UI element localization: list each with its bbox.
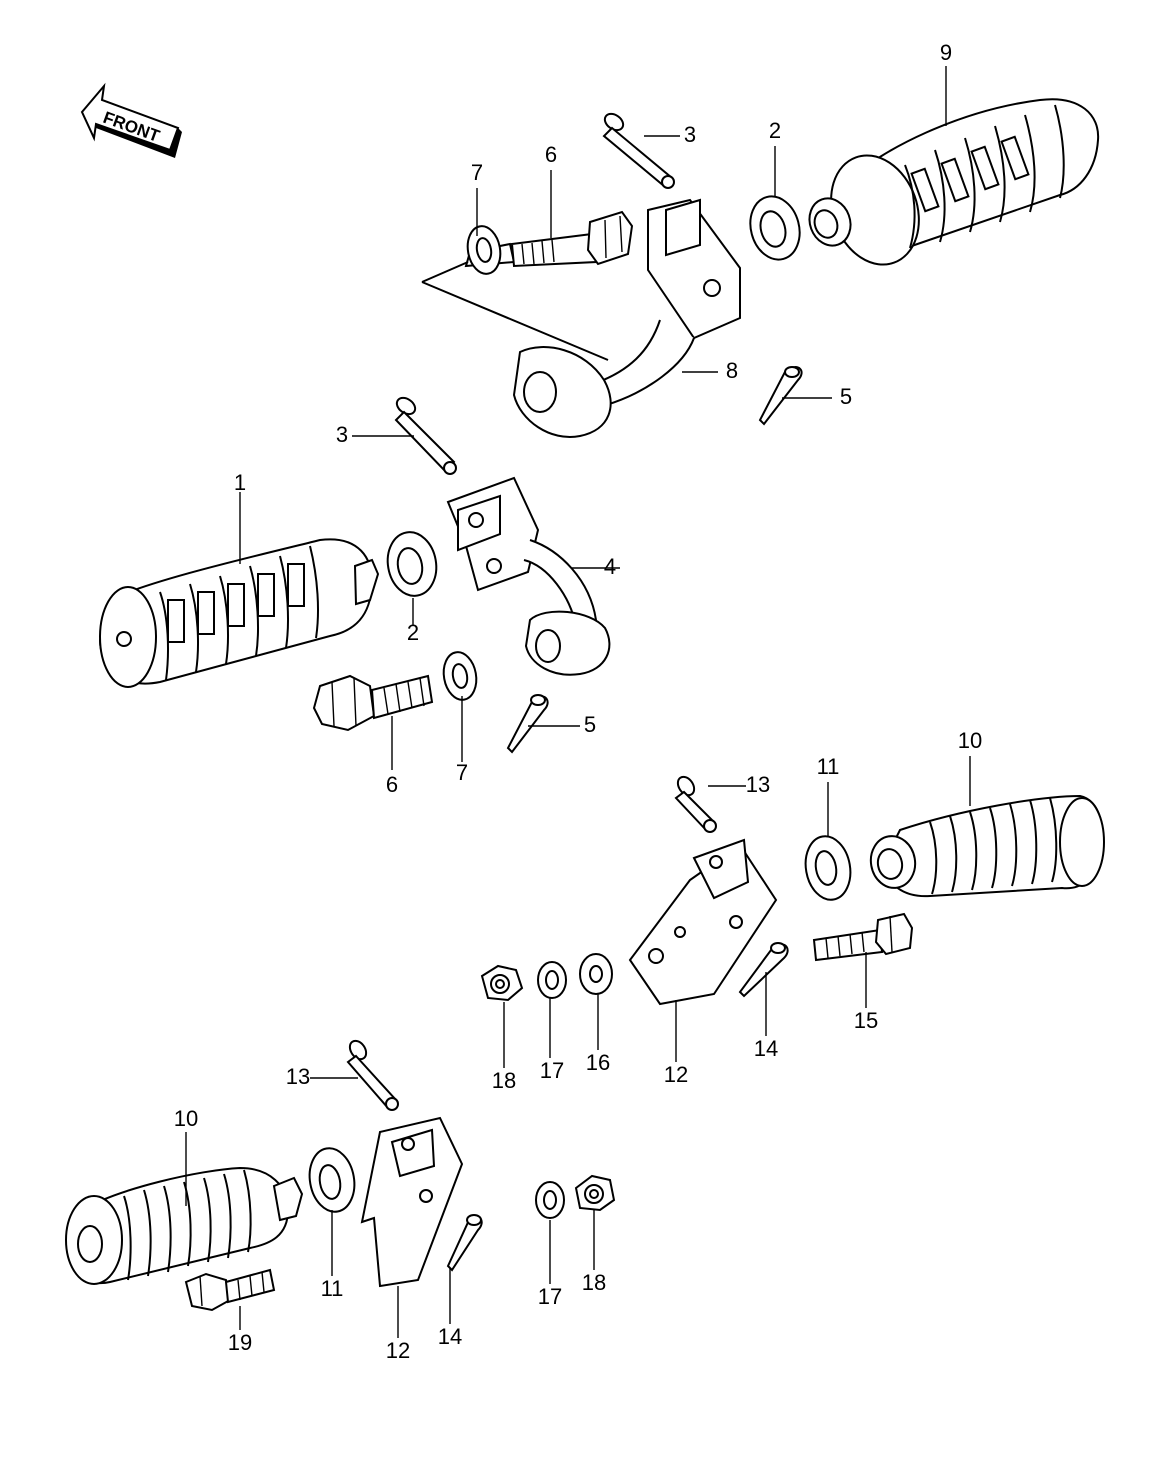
washer-2-middle	[386, 531, 438, 597]
callout-12-upper: 12	[664, 1062, 688, 1087]
bolt-15	[812, 912, 914, 962]
callout-18-lower: 18	[582, 1270, 606, 1295]
cotter-pin-5-middle	[506, 694, 549, 754]
callout-9: 9	[940, 40, 952, 65]
footpeg-rubber-9	[808, 98, 1100, 266]
callout-14-upper: 14	[754, 1036, 778, 1061]
callout-2-middle: 2	[407, 620, 419, 645]
clevis-pin-3-middle	[394, 396, 457, 475]
callout-17-upper: 17	[540, 1058, 564, 1083]
callout-7-middle: 7	[456, 760, 468, 785]
callout-11-lower: 11	[321, 1276, 344, 1301]
callout-13-upper: 13	[746, 772, 770, 797]
nut-18-lower	[574, 1174, 616, 1212]
washer-11-lower	[308, 1147, 356, 1213]
bracket-12-lower	[360, 1116, 464, 1288]
callout-3-middle: 3	[336, 422, 348, 447]
callout-4: 4	[604, 554, 616, 579]
callout-1: 1	[234, 470, 246, 495]
callout-5-top: 5	[840, 384, 852, 409]
callout-7-top: 7	[471, 160, 483, 185]
bolt-19	[184, 1268, 276, 1312]
footpeg-rubber-10-lower	[65, 1166, 304, 1285]
callout-10-upper: 10	[958, 728, 982, 753]
callout-3-top: 3	[684, 122, 696, 147]
cotter-pin-14-upper	[738, 942, 789, 998]
bracket-4	[446, 476, 611, 676]
front-arrow-icon: FRONT	[80, 82, 182, 158]
leader-lines	[185, 66, 971, 1338]
clevis-pin-13-upper	[674, 775, 717, 833]
callout-16: 16	[586, 1050, 610, 1075]
callout-2-top: 2	[769, 118, 781, 143]
callout-18-upper: 18	[492, 1068, 516, 1093]
callout-14-lower: 14	[438, 1324, 462, 1349]
callout-11-upper: 11	[817, 754, 840, 779]
callout-labels: 9 3 2 6 7 8 5 3 1 4 2 6 7 5 10 13 11 15 …	[174, 40, 982, 1363]
callout-13-lower: 13	[286, 1064, 310, 1089]
cotter-pin-14-lower	[446, 1214, 483, 1272]
clevis-pin-13-lower	[346, 1039, 399, 1111]
footpeg-rubber-1	[98, 538, 380, 688]
lock-washer-7-middle	[442, 651, 478, 701]
callout-6-middle: 6	[386, 772, 398, 797]
callout-19: 19	[228, 1330, 252, 1355]
callout-15: 15	[854, 1008, 878, 1033]
lock-washer-7-top	[466, 225, 502, 275]
callout-5-middle: 5	[584, 712, 596, 737]
callout-8: 8	[726, 358, 738, 383]
washer-2-top	[749, 195, 801, 261]
lock-washer-17-lower	[535, 1181, 565, 1219]
lock-washer-17-upper	[537, 961, 567, 999]
callout-17-lower: 17	[538, 1284, 562, 1309]
cotter-pin-5-top	[758, 366, 803, 426]
bracket-8	[421, 198, 741, 438]
callout-6-top: 6	[545, 142, 557, 167]
callout-12-lower: 12	[386, 1338, 410, 1363]
nut-18-upper	[480, 964, 524, 1002]
footpeg-rubber-10-upper	[869, 794, 1105, 898]
washer-16	[579, 953, 613, 995]
bolt-6-middle	[312, 674, 434, 732]
washer-11-upper	[804, 835, 852, 901]
clevis-pin-3-top	[602, 112, 675, 189]
bracket-12-upper	[628, 838, 778, 1006]
callout-10-lower: 10	[174, 1106, 198, 1131]
